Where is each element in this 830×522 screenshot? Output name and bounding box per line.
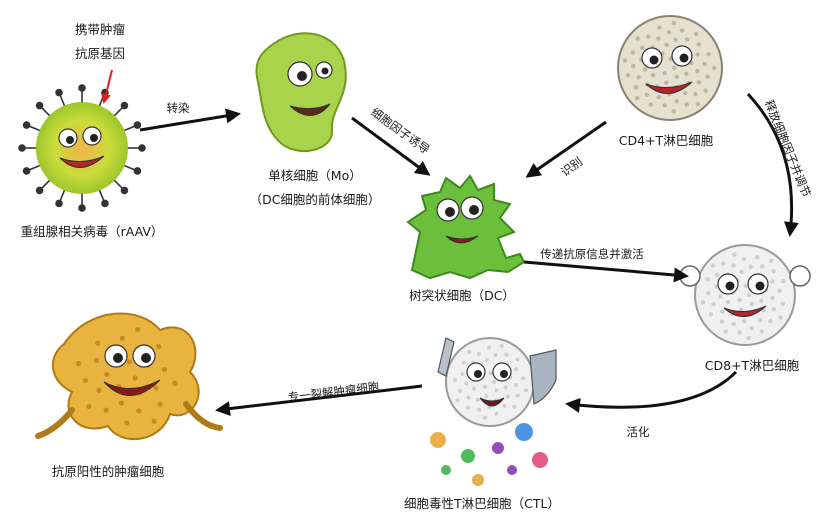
ctl-illustration — [430, 337, 557, 486]
edge-label-cytokine-induce: 细胞因子诱导 — [368, 105, 432, 157]
cd8-t-cell-label: CD8+T淋巴细胞 — [705, 358, 800, 373]
cd4-t-cell-label: CD4+T淋巴细胞 — [619, 133, 714, 148]
tumor-cell-label: 抗原阳性的肿瘤细胞 — [52, 464, 165, 479]
raav-virus-illustration — [18, 84, 146, 212]
arrow-kill — [215, 384, 423, 417]
arrow-present-antigen — [523, 260, 689, 283]
tumor-cell-illustration — [35, 312, 223, 441]
shield-icon — [529, 349, 557, 405]
cd4-t-cell-illustration — [617, 15, 723, 121]
monocyte-illustration — [255, 32, 347, 153]
arrow-activate — [565, 370, 738, 413]
dendritic-cell-label: 树突状细胞（DC） — [409, 288, 515, 303]
edge-label-recognize: 识别 — [558, 154, 585, 179]
sword-icon — [437, 337, 455, 377]
cd8-t-cell-illustration — [679, 244, 811, 346]
raav-label: 重组腺相关病毒（rAAV） — [21, 224, 164, 239]
raav-annotation-line2: 抗原基因 — [75, 46, 125, 61]
ctl-label: 细胞毒性T淋巴细胞（CTL） — [404, 496, 560, 511]
edge-label-release-cytokine: 释放细胞因子并调节 — [762, 98, 814, 199]
annotation-arrow — [101, 69, 113, 104]
arrow-transfect — [139, 108, 241, 132]
edge-label-kill: 专一裂解肿瘤细胞 — [287, 379, 381, 404]
dendritic-cell-illustration — [406, 174, 526, 280]
virus-body — [36, 102, 128, 194]
edge-label-transfect: 转染 — [167, 101, 190, 115]
edge-label-activate: 活化 — [627, 425, 650, 439]
edge-label-present-antigen: 传递抗原信息并激活 — [540, 247, 644, 261]
arrow-release-cytokine — [746, 92, 799, 237]
monocyte-label: 单核细胞（Mo） — [268, 168, 361, 183]
raav-annotation-line1: 携带肿瘤 — [75, 22, 126, 37]
arrow-recognize — [525, 120, 607, 178]
arrow-cytokine-induce — [351, 116, 431, 176]
monocyte-sublabel: （DC细胞的前体细胞） — [250, 192, 381, 207]
